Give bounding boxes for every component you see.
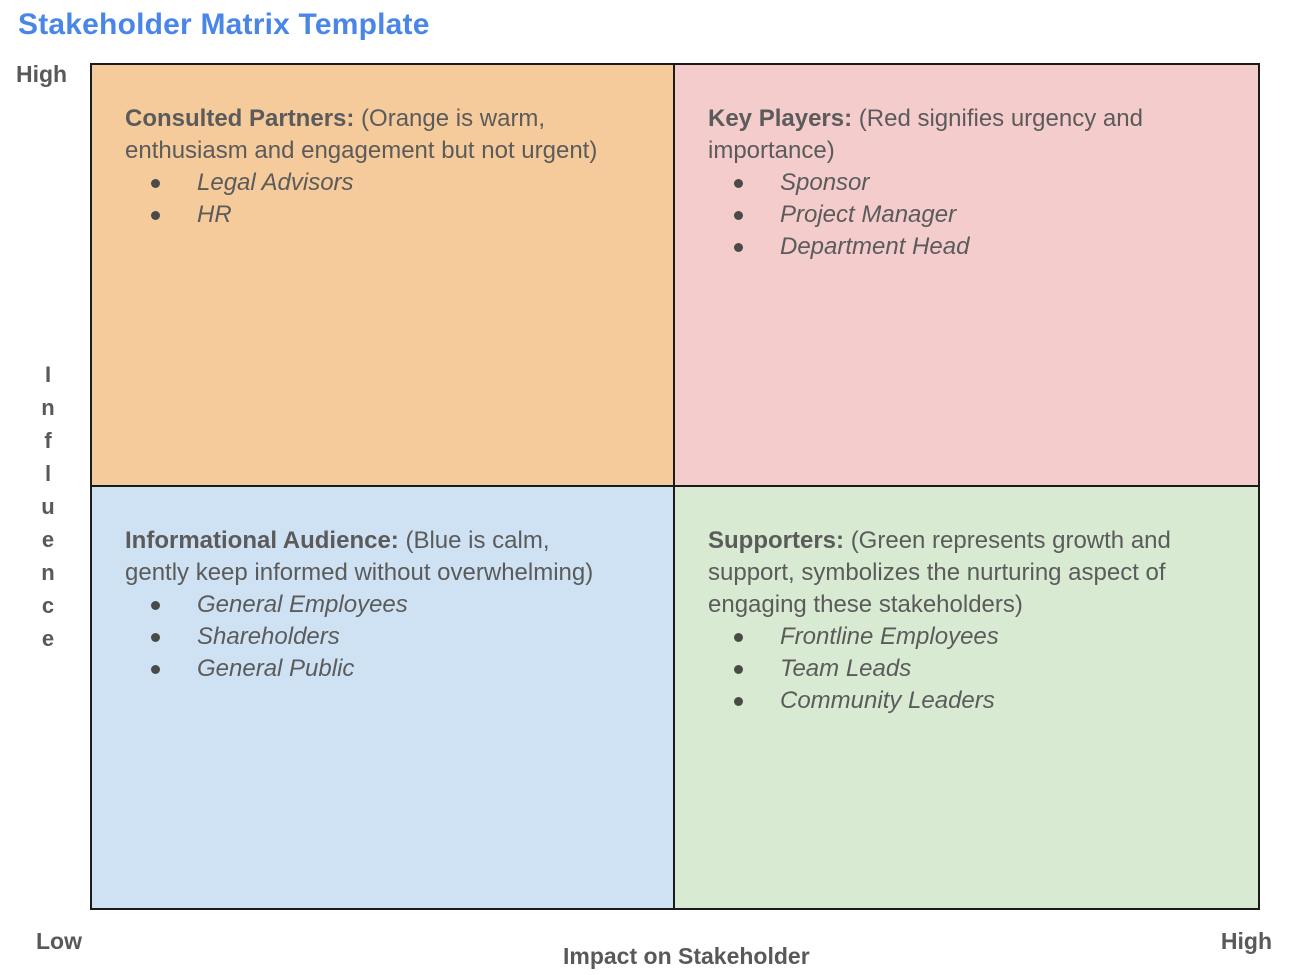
page-title: Stakeholder Matrix Template: [18, 8, 430, 41]
list-item: Shareholders: [125, 621, 649, 653]
y-axis-high-label: High: [16, 61, 68, 87]
list-item: General Employees: [125, 589, 649, 621]
list-item: Team Leads: [708, 653, 1234, 685]
x-axis-label: Impact on Stakeholder: [563, 943, 810, 969]
y-axis-letter: e: [41, 626, 55, 651]
y-axis-letter: I: [44, 362, 52, 387]
list-item: Frontline Employees: [708, 621, 1234, 653]
list-item: Sponsor: [708, 167, 1234, 199]
list-item: HR: [125, 199, 649, 231]
quadrant-informational-audience: Informational Audience: (Blue is calm, g…: [92, 486, 675, 908]
quadrant-consulted-partners: Consulted Partners: (Orange is warm, ent…: [92, 65, 675, 487]
y-axis-letter: e: [41, 527, 55, 552]
quadrant-text: Consulted Partners: (Orange is warm, ent…: [125, 103, 625, 167]
list-item: General Public: [125, 653, 649, 685]
x-axis-high-label: High: [1220, 928, 1272, 954]
y-axis-letter: u: [41, 494, 55, 519]
quadrant-description: (Orange is warm, enthusiasm and engageme…: [125, 105, 598, 164]
list-item: Legal Advisors: [125, 167, 649, 199]
quadrant-heading: Supporters:: [708, 526, 845, 554]
quadrant-heading: Informational Audience:: [125, 526, 399, 554]
y-axis-letter: f: [44, 428, 52, 453]
quadrant-text: Key Players: (Red signifies urgency and …: [708, 103, 1208, 167]
quadrant-description: (Blue is calm, gently keep informed with…: [125, 526, 594, 586]
quadrant-key-players: Key Players: (Red signifies urgency and …: [675, 65, 1258, 487]
y-axis-letter: l: [44, 461, 52, 486]
quadrant-description: (Green represents growth and support, sy…: [708, 526, 1171, 618]
y-axis-letter: n: [41, 560, 55, 585]
list-item: Community Leaders: [708, 685, 1234, 717]
list-item: Project Manager: [708, 199, 1234, 231]
y-axis-letter: n: [41, 395, 55, 420]
matrix-grid: Consulted Partners: (Orange is warm, ent…: [90, 63, 1260, 910]
quadrant-text: Informational Audience: (Blue is calm, g…: [125, 525, 620, 589]
quadrant-text: Supporters: (Green represents growth and…: [708, 525, 1233, 621]
quadrant-supporters: Supporters: (Green represents growth and…: [675, 486, 1258, 908]
x-axis-low-label: Low: [36, 928, 82, 954]
quadrant-heading: Key Players:: [708, 105, 853, 132]
y-axis-letter: c: [41, 593, 55, 618]
quadrant-description: (Red signifies urgency and importance): [708, 105, 1143, 164]
quadrant-heading: Consulted Partners:: [125, 105, 355, 132]
list-item: Department Head: [708, 231, 1234, 263]
